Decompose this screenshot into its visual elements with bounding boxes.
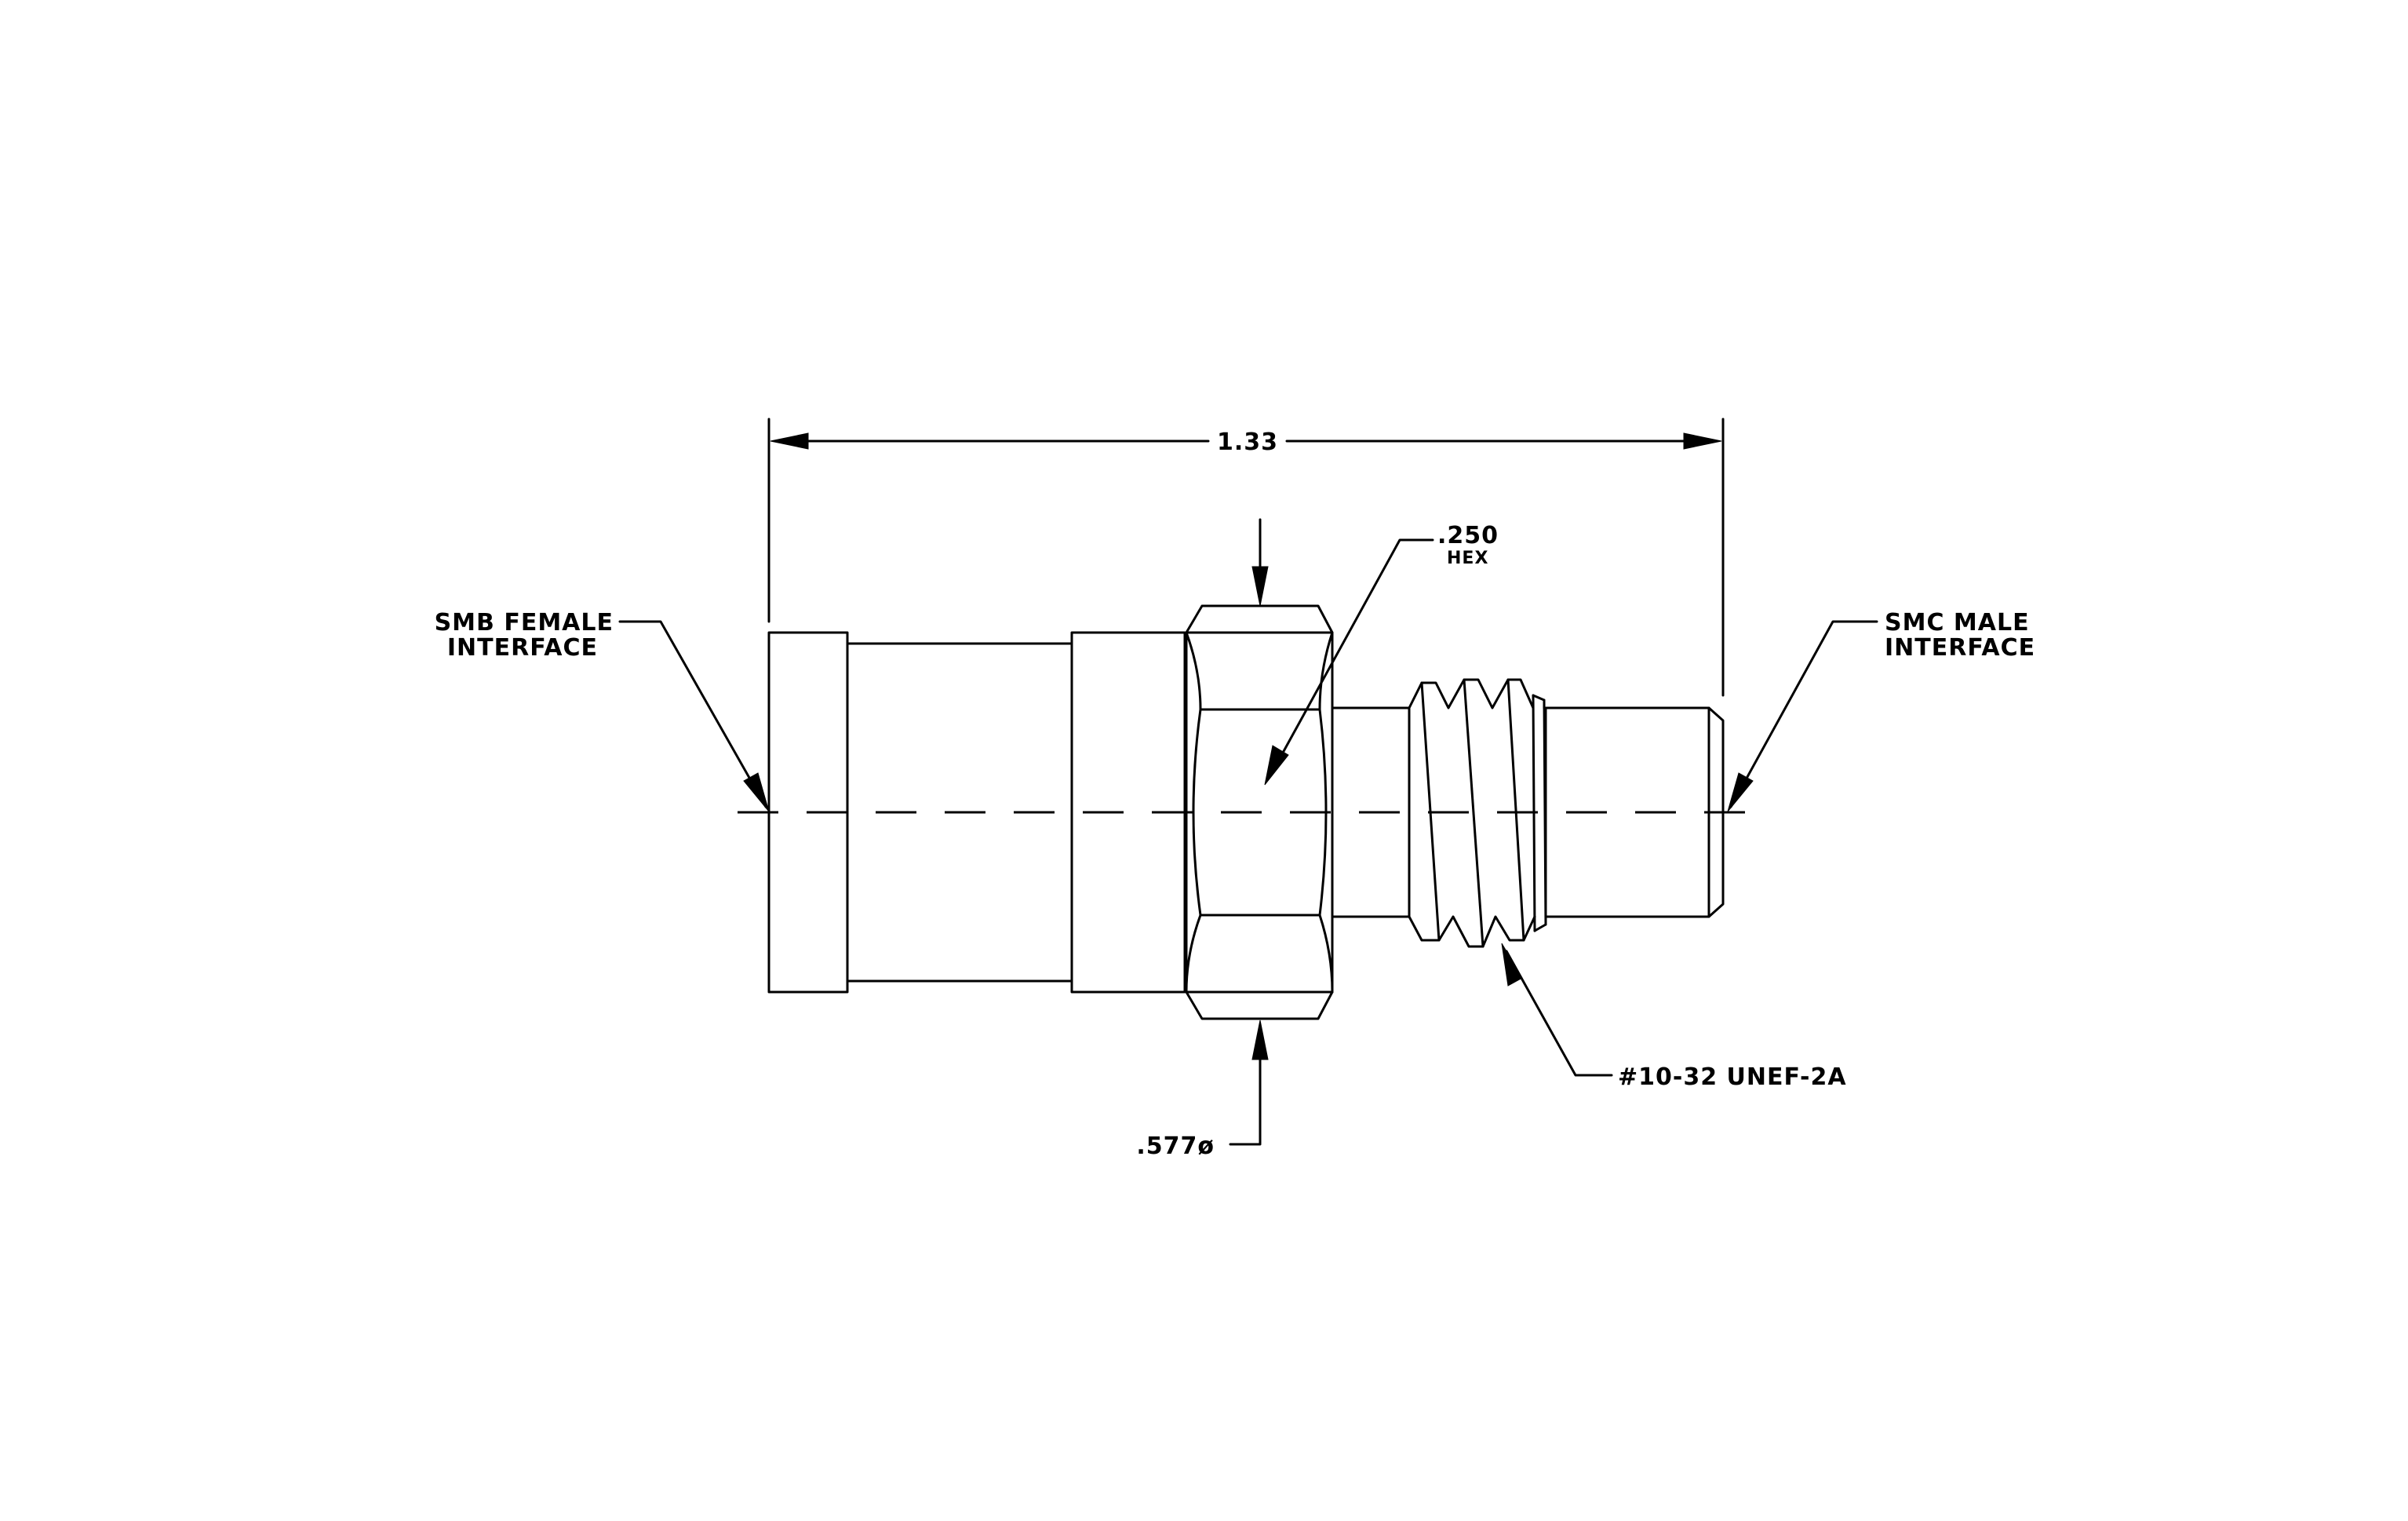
smb-interface-callout: SMB FEMALE INTERFACE (435, 609, 770, 812)
neck (1331, 706, 1411, 918)
hex-size-label: .250 (1437, 522, 1499, 549)
overall-length-dimension: 1.33 (767, 418, 1725, 697)
smc-interface-callout: SMC MALE INTERFACE (1727, 609, 2035, 812)
hex-dimension: .250 HEX (1264, 522, 1499, 786)
hex-unit-label: HEX (1447, 549, 1488, 568)
thread-spec-label: #10-32 UNEF-2A (1618, 1063, 1847, 1091)
smb-interface-line2: INTERFACE (447, 634, 598, 662)
overall-length-label: 1.33 (1217, 429, 1278, 456)
thread-callout: #10-32 UNEF-2A (1501, 943, 1847, 1091)
diameter-dimension: .577ø (1136, 518, 1269, 1160)
smc-interface-line2: INTERFACE (1885, 634, 2035, 662)
smb-interface-line1: SMB FEMALE (435, 609, 614, 636)
smc-interface-line1: SMC MALE (1885, 609, 2030, 636)
body-diameter-label: .577ø (1136, 1133, 1215, 1160)
